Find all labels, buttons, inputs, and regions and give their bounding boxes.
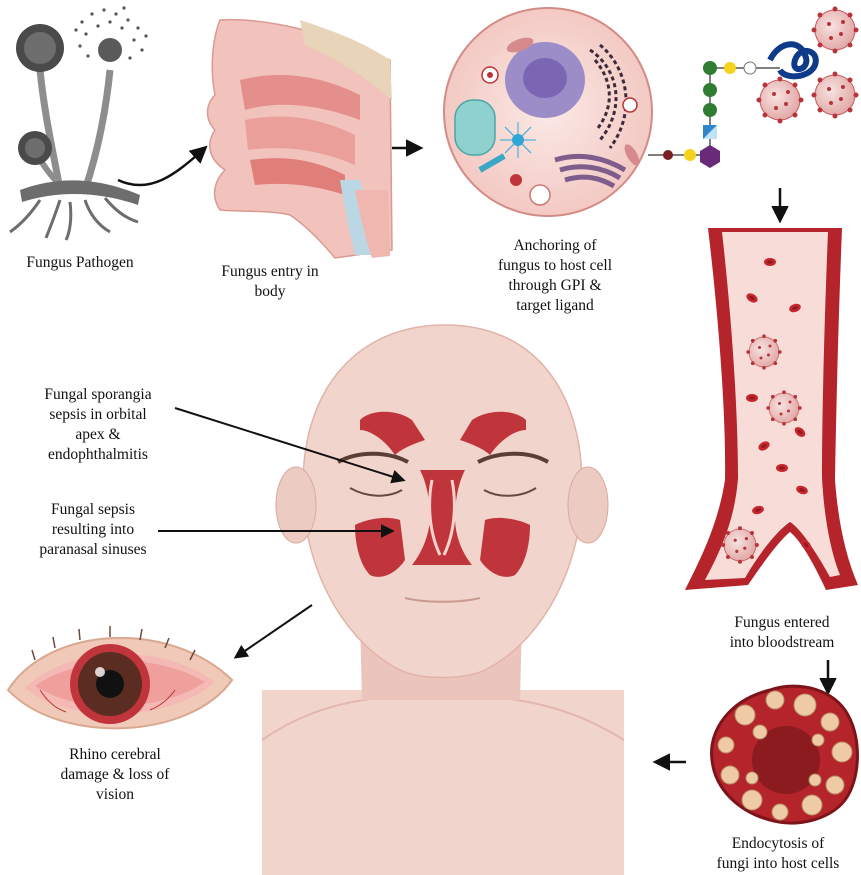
label-orbital-sepsis: Fungal sporangia sepsis in orbital apex …	[18, 385, 178, 465]
blood-line2: into bloodstream	[708, 633, 856, 653]
sinus-line1: Fungal sepsis	[18, 500, 168, 520]
sinus-line3: paranasal sinuses	[18, 540, 168, 560]
label-bloodstream: Fungus entered into bloodstream	[708, 613, 856, 653]
label-endocytosis: Endocytosis of fungi into host cells	[695, 834, 861, 874]
blood-line1: Fungus entered	[708, 613, 856, 633]
anchor-line2: fungus to host cell	[475, 256, 635, 276]
label-anchoring: Anchoring of fungus to host cell through…	[475, 236, 635, 316]
infected-cell-icon	[712, 686, 858, 823]
sinus-line2: resulting into	[18, 520, 168, 540]
label-fungus-pathogen: Fungus Pathogen	[10, 253, 150, 273]
entry-line1: Fungus entry in	[195, 262, 345, 282]
arrow-to-eye	[236, 605, 312, 657]
rhino-line3: vision	[45, 785, 185, 805]
orbital-line2: sepsis in orbital	[18, 405, 178, 425]
fungus-icon	[10, 6, 148, 240]
red-eye-icon	[8, 626, 232, 728]
rhino-line2: damage & loss of	[45, 765, 185, 785]
endo-line2: fungi into host cells	[695, 854, 861, 874]
host-cell-icon	[444, 8, 652, 216]
nasal-cavity-icon	[208, 20, 393, 258]
orbital-line1: Fungal sporangia	[18, 385, 178, 405]
blood-vessel-icon	[685, 228, 858, 590]
entry-line2: body	[195, 282, 345, 302]
orbital-line4: endophthalmitis	[18, 445, 178, 465]
anchor-line4: target ligand	[475, 296, 635, 316]
orbital-line3: apex &	[18, 425, 178, 445]
arrow-to-nose	[118, 148, 205, 185]
anchor-line1: Anchoring of	[475, 236, 635, 256]
anchor-line3: through GPI &	[475, 276, 635, 296]
fungus-pathogen-text: Fungus Pathogen	[26, 254, 133, 271]
head-with-sinuses-icon	[262, 325, 624, 875]
rhino-line1: Rhino cerebral	[45, 745, 185, 765]
label-fungus-entry: Fungus entry in body	[195, 262, 345, 302]
label-rhino-cerebral: Rhino cerebral damage & loss of vision	[45, 745, 185, 805]
label-sinus-sepsis: Fungal sepsis resulting into paranasal s…	[18, 500, 168, 560]
endo-line1: Endocytosis of	[695, 834, 861, 854]
